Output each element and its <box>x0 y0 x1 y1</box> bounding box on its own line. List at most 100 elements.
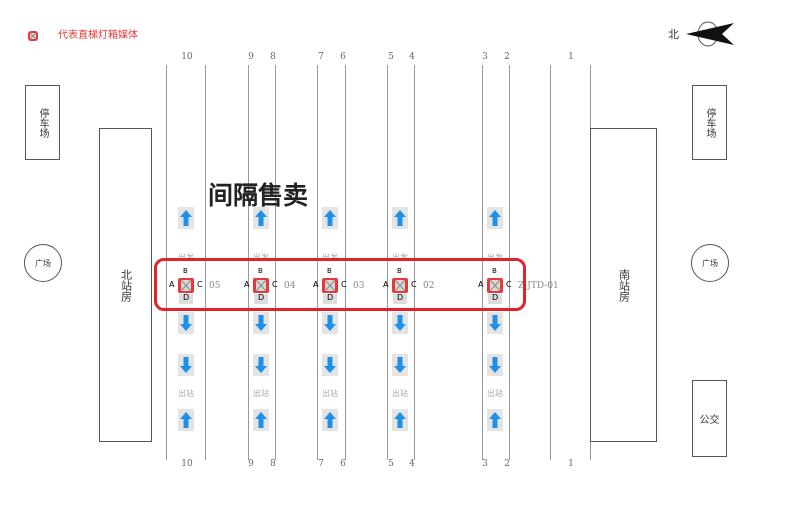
face-d: D <box>183 293 190 302</box>
bottom-track-number: 2 <box>504 459 510 469</box>
face-c: C <box>411 280 417 289</box>
elevator-code: 05 <box>209 281 221 291</box>
down-arrow-icon <box>392 354 408 376</box>
down-arrow-icon <box>322 354 338 376</box>
track-line <box>550 65 551 460</box>
bottom-track-number: 9 <box>248 459 254 469</box>
top-track-number: 2 <box>504 52 510 62</box>
track-line <box>482 65 483 460</box>
up-arrow-icon <box>322 207 338 229</box>
elevator-lightbox-icon <box>253 278 269 304</box>
face-b: B <box>258 267 263 275</box>
elevator-code: Z-JTD-01 <box>518 281 559 291</box>
exit-label: 出站 <box>392 389 408 398</box>
highlight-frame <box>154 258 526 311</box>
face-b: B <box>183 267 188 275</box>
up-arrow-icon <box>322 409 338 431</box>
page-title: 间隔售卖 <box>208 181 309 210</box>
exit-label: 出站 <box>487 389 503 398</box>
north-station-building: 北站房 <box>99 128 152 442</box>
top-track-number: 6 <box>340 52 346 62</box>
left-plaza: 广场 <box>24 244 62 282</box>
down-arrow-icon <box>178 312 194 334</box>
elevator-media[interactable]: B A C D <box>163 265 209 305</box>
up-arrow-icon <box>178 409 194 431</box>
face-b: B <box>327 267 332 275</box>
face-a: A <box>244 280 250 289</box>
top-track-number: 3 <box>482 52 488 62</box>
exit-label: 出站 <box>253 389 269 398</box>
legend-text: 代表直梯灯箱媒体 <box>58 30 138 41</box>
left-parking: 停车场 <box>25 85 60 160</box>
bottom-track-number: 6 <box>340 459 346 469</box>
bottom-track-number: 10 <box>181 459 193 469</box>
face-c: C <box>506 280 512 289</box>
track-line <box>387 65 388 460</box>
elevator-code: 04 <box>284 281 296 291</box>
down-arrow-icon <box>392 312 408 334</box>
down-arrow-icon <box>253 312 269 334</box>
elevator-code: 02 <box>423 281 435 291</box>
elevator-code: 03 <box>353 281 365 291</box>
track-line <box>345 65 346 460</box>
elevator-lightbox-icon <box>322 278 338 304</box>
bottom-track-number: 8 <box>270 459 276 469</box>
depart-label: 出发 <box>487 253 503 262</box>
face-b: B <box>492 267 497 275</box>
track-line <box>509 65 510 460</box>
face-a: A <box>169 280 175 289</box>
elevator-lightbox-icon <box>392 278 408 304</box>
depart-label: 出发 <box>392 253 408 262</box>
down-arrow-icon <box>487 312 503 334</box>
elevator-lightbox-icon <box>487 278 503 304</box>
bottom-track-number: 3 <box>482 459 488 469</box>
depart-label: 出发 <box>322 253 338 262</box>
elevator-media[interactable]: B A C D <box>377 265 423 305</box>
face-b: B <box>397 267 402 275</box>
north-arrow-icon <box>684 20 736 52</box>
up-arrow-icon <box>178 207 194 229</box>
exit-label: 出站 <box>178 389 194 398</box>
track-line <box>248 65 249 460</box>
bus-stop: 公交 <box>692 380 727 457</box>
down-arrow-icon <box>487 354 503 376</box>
face-d: D <box>327 293 334 302</box>
depart-label: 出发 <box>253 253 269 262</box>
track-line <box>414 65 415 460</box>
track-line <box>205 65 206 460</box>
south-station-building: 南站房 <box>590 128 657 442</box>
track-line <box>166 65 167 460</box>
top-track-number: 4 <box>409 52 415 62</box>
right-plaza: 广场 <box>691 244 729 282</box>
top-track-number: 9 <box>248 52 254 62</box>
face-a: A <box>383 280 389 289</box>
elevator-lightbox-icon <box>27 27 39 41</box>
face-a: A <box>313 280 319 289</box>
face-a: A <box>478 280 484 289</box>
top-track-number: 8 <box>270 52 276 62</box>
elevator-media[interactable]: B A C D <box>307 265 353 305</box>
down-arrow-icon <box>322 312 338 334</box>
right-parking: 停车场 <box>692 85 727 160</box>
up-arrow-icon <box>253 409 269 431</box>
elevator-media[interactable]: B A C D <box>238 265 284 305</box>
compass-label: 北 <box>668 28 679 41</box>
face-d: D <box>258 293 265 302</box>
elevator-media[interactable]: B A C D <box>472 265 518 305</box>
face-c: C <box>197 280 203 289</box>
down-arrow-icon <box>253 354 269 376</box>
up-arrow-icon <box>253 207 269 229</box>
face-c: C <box>272 280 278 289</box>
track-line <box>317 65 318 460</box>
top-track-number: 10 <box>181 52 193 62</box>
up-arrow-icon <box>487 207 503 229</box>
bottom-track-number: 1 <box>568 459 574 469</box>
up-arrow-icon <box>392 207 408 229</box>
up-arrow-icon <box>487 409 503 431</box>
exit-label: 出站 <box>322 389 338 398</box>
face-d: D <box>397 293 404 302</box>
face-c: C <box>341 280 347 289</box>
bottom-track-number: 7 <box>318 459 324 469</box>
up-arrow-icon <box>392 409 408 431</box>
depart-label: 出发 <box>178 253 194 262</box>
